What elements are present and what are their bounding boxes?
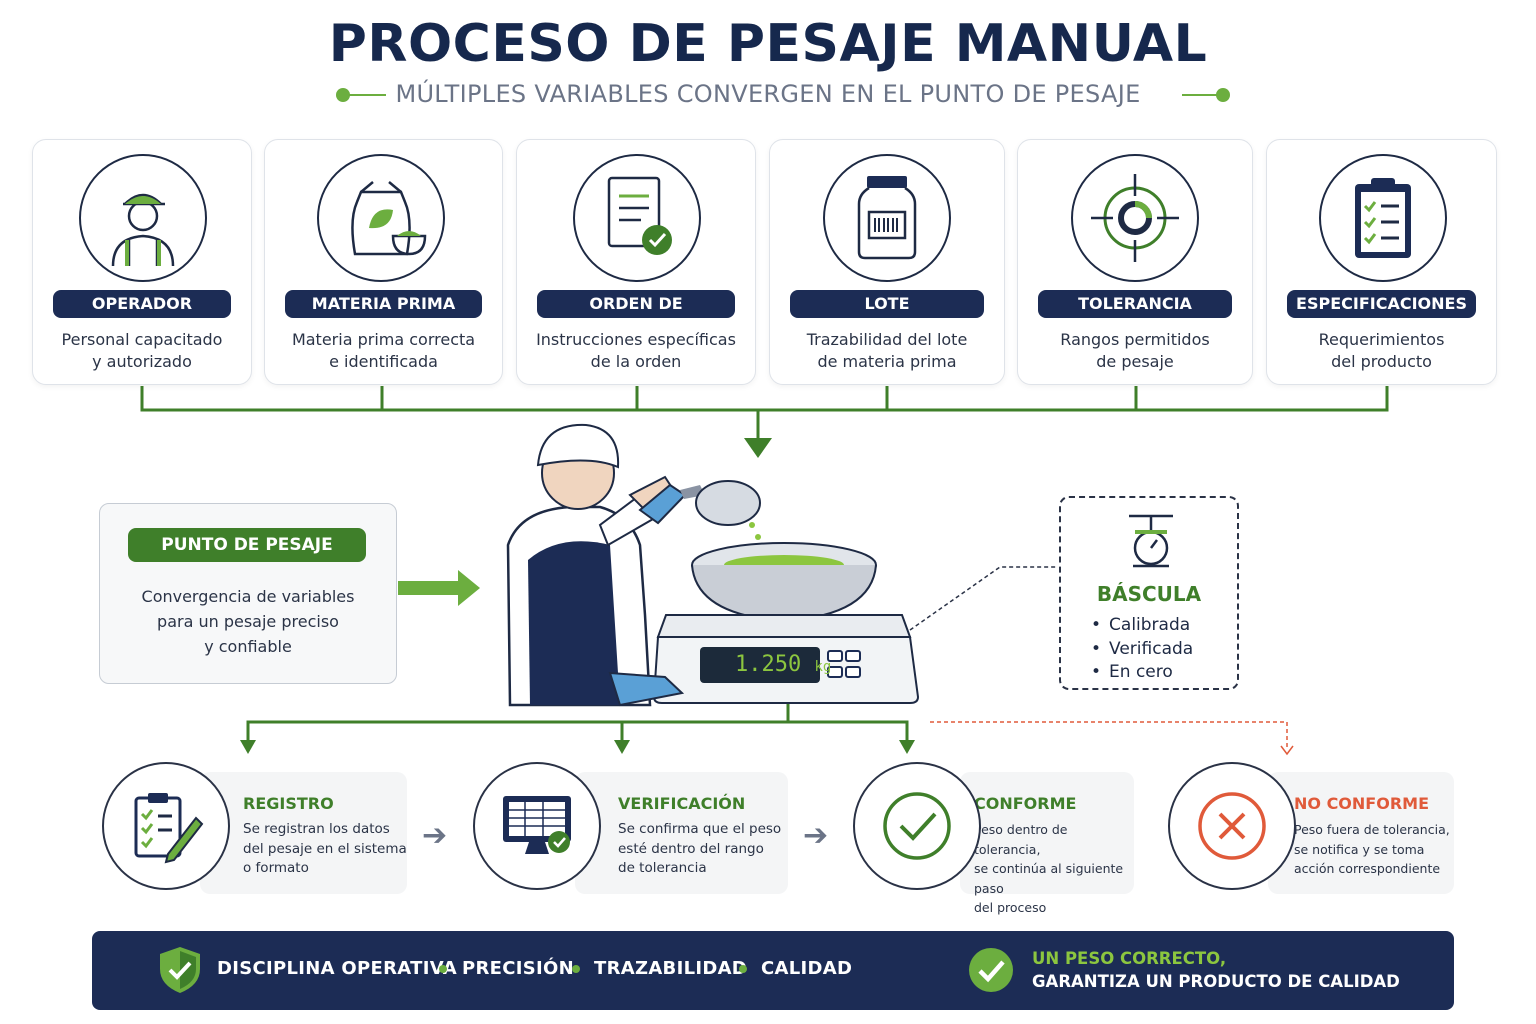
operator-icon bbox=[79, 154, 207, 282]
outcome-title: REGISTRO bbox=[243, 794, 334, 813]
scale-icon bbox=[1129, 514, 1173, 568]
scale-display-reading: 1.250 kg bbox=[735, 652, 832, 677]
scale-item: En cero bbox=[1091, 661, 1193, 685]
outcome-title: VERIFICACIÓN bbox=[618, 794, 746, 813]
shield-check-icon bbox=[160, 947, 200, 993]
input-label-tolerancia: TOLERANCIA bbox=[1038, 290, 1232, 318]
clipboard-checklist-icon bbox=[1319, 154, 1447, 282]
clipboard-pen-icon bbox=[102, 762, 230, 890]
subtitle-line-right bbox=[1182, 94, 1222, 96]
input-label-lote: LOTE bbox=[790, 290, 984, 318]
scale-item: Verificada bbox=[1091, 638, 1193, 662]
weighing-point-box: PUNTO DE PESAJE Convergencia de variable… bbox=[99, 503, 397, 684]
subtitle-dot-right bbox=[1216, 88, 1230, 102]
input-label-operador: OPERADOR bbox=[53, 290, 231, 318]
subtitle-line-left bbox=[346, 94, 386, 96]
check-circle-icon bbox=[853, 762, 981, 890]
check-badge-icon bbox=[969, 948, 1013, 992]
scale-title: BÁSCULA bbox=[1096, 582, 1202, 606]
input-label-especificaciones: ESPECIFICACIONES bbox=[1287, 290, 1476, 318]
page-subtitle: MÚLTIPLES VARIABLES CONVERGEN EN EL PUNT… bbox=[395, 80, 1141, 108]
outcome-title: CONFORME bbox=[974, 794, 1077, 813]
input-card-orden-produccion: ORDEN DE PRODUCCIÓN Instrucciones especí… bbox=[516, 139, 756, 385]
x-circle-icon bbox=[1168, 762, 1296, 890]
arrow-right-icon: ➔ bbox=[803, 818, 829, 853]
document-check-icon bbox=[573, 154, 701, 282]
worker-weighing-illustration bbox=[506, 423, 920, 707]
footer-separator-dot bbox=[439, 965, 447, 973]
page-title: PROCESO DE PESAJE MANUAL bbox=[328, 14, 1208, 74]
footer-separator-dot bbox=[572, 965, 580, 973]
footer-value: CALIDAD bbox=[761, 958, 853, 979]
footer-value: TRAZABILIDAD bbox=[594, 958, 748, 979]
outcome-title: NO CONFORME bbox=[1294, 794, 1429, 813]
outcome-no-conforme: NO CONFORME Peso fuera de tolerancia,se … bbox=[1268, 772, 1454, 894]
footer-value: PRECISIÓN bbox=[462, 958, 574, 979]
barcode-jar-icon bbox=[823, 154, 951, 282]
outcome-conforme: CONFORME Peso dentro de tolerancia,se co… bbox=[960, 772, 1134, 915]
scale-checklist-box: BÁSCULA Calibrada Verificada En cero bbox=[1059, 496, 1239, 690]
weighing-point-label: PUNTO DE PESAJE bbox=[128, 528, 366, 562]
outcome-desc: Peso dentro de tolerancia,se continúa al… bbox=[974, 822, 1124, 915]
footer-value: DISCIPLINA OPERATIVA bbox=[217, 958, 457, 979]
input-label-materia-prima: MATERIA PRIMA bbox=[285, 290, 482, 318]
arrow-right-icon: ➔ bbox=[422, 818, 448, 853]
footer-tagline: UN PESO CORRECTO,GARANTIZA UN PRODUCTO D… bbox=[1032, 949, 1400, 991]
raw-material-bag-icon bbox=[317, 154, 445, 282]
input-label-orden-produccion: ORDEN DE PRODUCCIÓN bbox=[537, 290, 735, 341]
footer-banner: DISCIPLINA OPERATIVA PRECISIÓN TRAZABILI… bbox=[92, 931, 1454, 1010]
scale-checklist: Calibrada Verificada En cero bbox=[1091, 614, 1193, 685]
footer-separator-dot bbox=[739, 965, 747, 973]
target-icon bbox=[1071, 154, 1199, 282]
outcome-desc: Peso fuera de tolerancia,se notifica y s… bbox=[1294, 822, 1450, 876]
scale-item: Calibrada bbox=[1091, 614, 1193, 638]
monitor-check-icon bbox=[473, 762, 601, 890]
subtitle-dot-left bbox=[336, 88, 350, 102]
